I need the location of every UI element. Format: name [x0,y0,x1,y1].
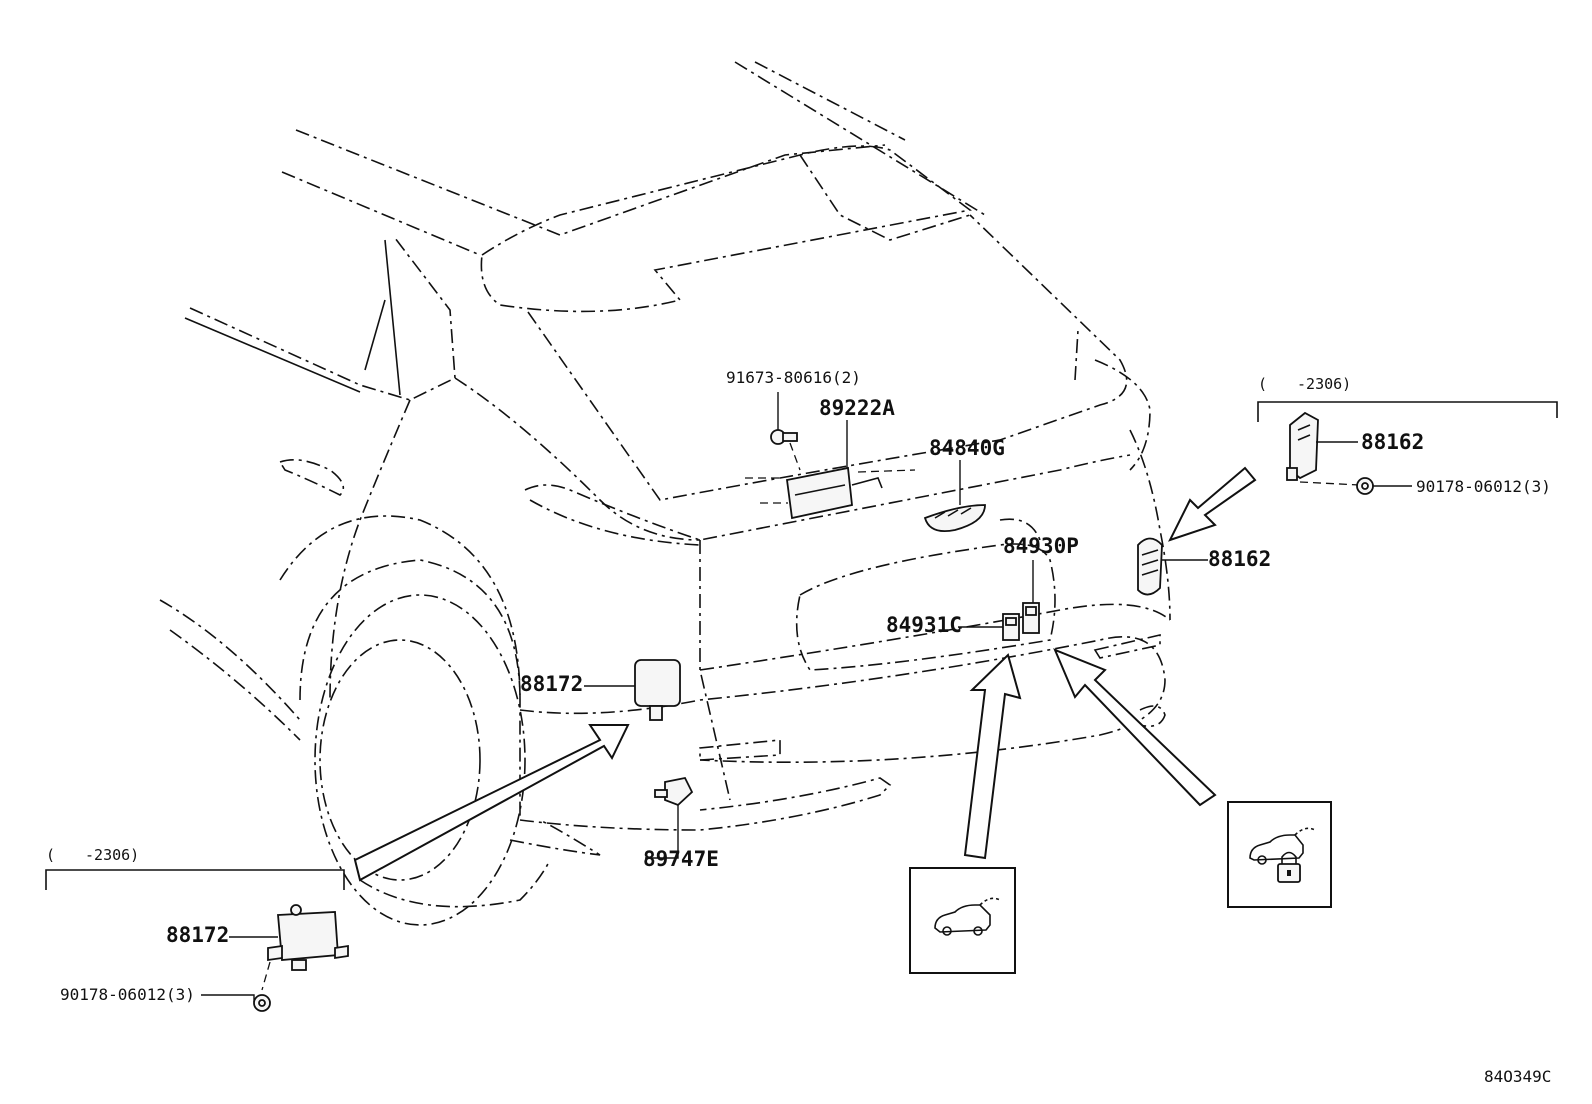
switch-84930p-icon [1022,602,1040,634]
switch-84931c-icon [1002,613,1020,641]
sensor-88172-body-icon [634,659,681,721]
diagram-code: 84O349C [1484,1067,1551,1086]
label-91673: 91673-80616(2) [726,368,861,387]
switch-84840g-icon [923,504,986,533]
label-84930p: 84930P [1003,534,1079,558]
arrow-to-84930p [1053,648,1217,807]
label-90178-right: 90178-06012(3) [1416,477,1551,496]
label-89747e: 89747E [643,847,719,871]
arrow-to-88172 [353,724,630,882]
bolt-91673-icon [770,429,798,445]
range-label-right: ( -2306) [1258,375,1351,393]
label-88162-body: 88162 [1208,547,1271,571]
label-84840g: 84840G [929,436,1005,460]
label-88162-inset: 88162 [1361,430,1424,454]
sensor-88162-inset-icon [1286,411,1319,481]
ecu-89222a-icon [785,466,883,520]
arrow-to-84931c [963,653,1022,860]
label-84931c: 84931C [886,613,962,637]
nut-90178-right-icon [1356,477,1374,495]
open-door-icon-box [909,867,1016,974]
lock-door-icon-box [1227,801,1332,908]
inset-bracket-right [1257,401,1558,422]
inset-bracket-left [45,869,345,890]
label-90178-left: 90178-06012(3) [60,985,195,1004]
sensor-89747e-icon [654,776,694,807]
car-back-door-open-icon [934,897,1001,936]
label-88172-body: 88172 [520,672,583,696]
sensor-88172-inset-icon [267,904,349,971]
label-88172-inset: 88172 [166,923,229,947]
label-89222a: 89222A [819,396,895,420]
arrow-to-88162 [1168,466,1257,542]
sensor-88162-body-icon [1137,537,1163,596]
nut-90178-left-icon [253,994,271,1012]
car-back-door-lock-icon [1249,827,1316,883]
range-label-left: ( -2306) [46,846,139,864]
